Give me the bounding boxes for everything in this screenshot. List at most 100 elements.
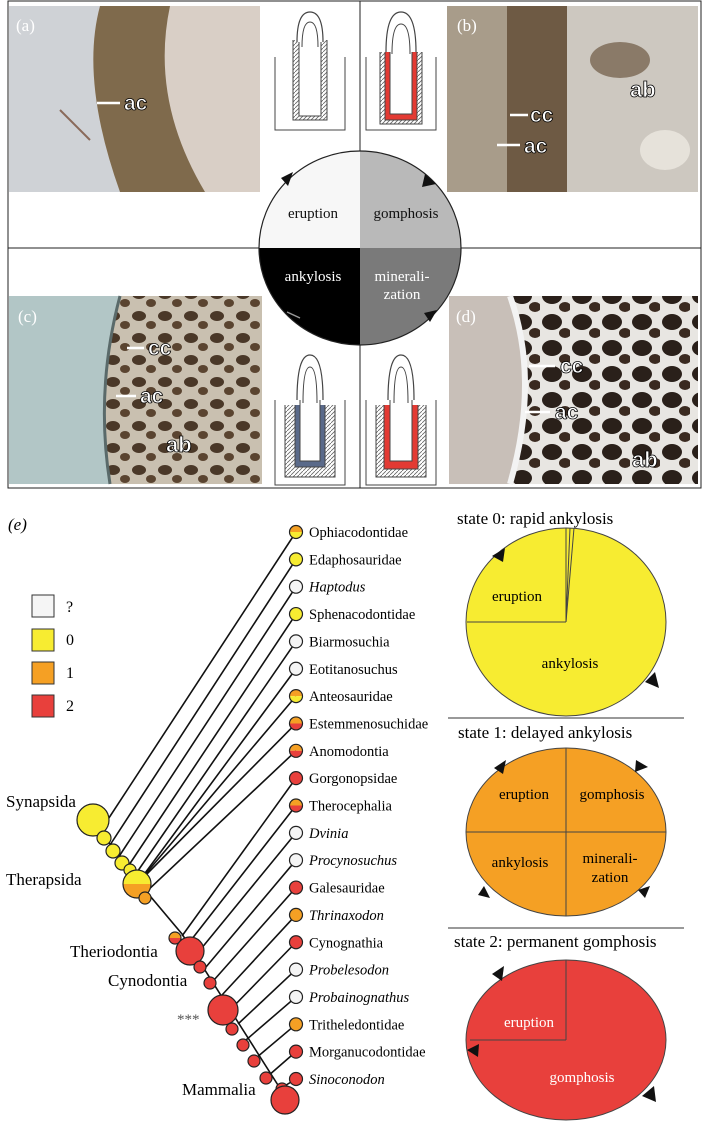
state-1-label-gomphosis: gomphosis [579, 787, 644, 803]
branch-12 [205, 859, 297, 968]
state-1-title: state 1: delayed ankylosis [458, 723, 632, 742]
tip-node-16 [288, 962, 304, 977]
state-1-label-ankylosis: ankylosis [492, 855, 549, 871]
taxon-label-20: Sinoconodon [309, 1072, 385, 1088]
tip-node-2 [288, 579, 304, 594]
tip-node-20 [288, 1071, 304, 1087]
node-t2-top [169, 932, 181, 938]
tip-node-0-bottom [289, 532, 303, 539]
taxon-label-7: Estemmenosuchidae [309, 716, 428, 732]
state-1-label-mineral-1: minerali- [583, 851, 638, 867]
taxon-label-0: Ophiacodontidae [309, 525, 408, 541]
state-2-title: state 2: permanent gomphosis [454, 932, 657, 951]
taxon-label-14: Thrinaxodon [309, 908, 384, 924]
taxon-label-1: Edaphosauridae [309, 552, 402, 568]
cycle-diagram: eruption gomphosis ankylosis minerali- z… [258, 150, 462, 346]
branch-7 [136, 722, 297, 885]
photo-label-ac-c: ac [140, 385, 164, 408]
state-0-label-ankylosis: ankylosis [542, 656, 599, 672]
branch-9 [181, 777, 297, 937]
taxon-label-19: Morganucodontidae [309, 1045, 426, 1061]
legend-swatch-unknown [31, 594, 55, 618]
photo-label-ac-d: ac [555, 401, 579, 424]
taxon-label-10: Therocephalia [309, 799, 392, 815]
node-stars [207, 994, 239, 1026]
cycle-quadrant-eruption [259, 151, 360, 248]
photo-label-ab-b: ab [630, 77, 656, 102]
tooth-diagram-gomphosis [365, 11, 437, 131]
branch-0 [102, 531, 297, 828]
tip-node-0 [288, 524, 304, 540]
node-t2 [168, 931, 182, 945]
taxon-label-6: Anteosauridae [309, 689, 393, 705]
legend-label-2: 2 [66, 698, 74, 715]
cycle-arrow-2 [422, 174, 436, 187]
branch-10 [187, 805, 297, 945]
node-c5 [259, 1071, 273, 1085]
node-t2-bottom [169, 938, 181, 944]
tip-node-8-top [289, 744, 303, 751]
photo-label-cc-b: cc [530, 104, 554, 127]
branch-18 [255, 1023, 297, 1059]
node-mammalia [270, 1085, 300, 1115]
tip-node-11 [288, 825, 304, 840]
taxon-label-11: Dvinia [308, 826, 348, 842]
branch-11 [195, 832, 297, 956]
state-0-pie: eruption ankylosis [465, 527, 667, 717]
state-1-pie: eruption gomphosis ankylosis minerali- z… [465, 747, 667, 917]
cycle-label-ankylosis: ankylosis [285, 269, 342, 285]
node-t1 [138, 891, 152, 905]
panel-label-c: (c) [18, 307, 37, 326]
state-0-label-eruption: eruption [492, 589, 542, 605]
taxon-label-18: Tritheledontidae [309, 1017, 404, 1033]
photo-label-ab-d: ab [632, 447, 658, 472]
photo-label-ab-c: ab [166, 432, 192, 457]
branch-4 [132, 640, 297, 879]
photo-d: (d) cc ac ab [449, 294, 698, 485]
tip-node-15 [288, 935, 304, 950]
legend-label-0: 0 [66, 632, 74, 649]
cycle-label-mineral-2: zation [384, 287, 421, 303]
branch-6 [136, 695, 297, 885]
tip-node-7-top [289, 716, 303, 724]
state-2-pie: eruption gomphosis [465, 959, 667, 1121]
branch-14 [221, 914, 297, 996]
legend-label-1: 1 [66, 665, 74, 682]
tip-node-8-bottom [289, 750, 303, 758]
tip-node-14 [288, 907, 304, 923]
branch-15 [229, 941, 297, 1011]
branch-1 [109, 558, 297, 846]
panel-label-d: (d) [456, 307, 476, 326]
cycle-label-gomphosis: gomphosis [373, 206, 438, 222]
node-therapsida-top [123, 870, 151, 884]
branch-17 [245, 996, 297, 1041]
photo-a: (a) ac [9, 6, 260, 192]
tip-node-1 [288, 552, 304, 567]
taxon-label-8: Anomodontia [309, 744, 389, 760]
state-2-label-gomphosis: gomphosis [549, 1070, 614, 1086]
legend-swatch-0 [31, 628, 55, 652]
taxon-label-12: Procynosuchus [308, 853, 397, 869]
node-synapsida [76, 803, 110, 837]
taxon-label-9: Gorgonopsidae [309, 771, 397, 787]
cycle-arrow-4 [286, 311, 301, 319]
taxon-label-13: Galesauridae [309, 881, 385, 897]
cycle-arrow-3 [424, 310, 437, 322]
tip-node-7-bottom [289, 723, 303, 730]
node-theriodontia [175, 936, 205, 966]
clade-label-mammalia: Mammalia [182, 1080, 256, 1099]
node-c4 [247, 1054, 261, 1068]
state-1-label-eruption: eruption [499, 787, 549, 803]
cycle-arrow-1 [281, 172, 293, 186]
node-s1 [96, 830, 112, 846]
branch-8 [144, 750, 297, 894]
state-2-label-eruption: eruption [504, 1015, 554, 1031]
branch-16 [237, 969, 297, 1025]
taxon-label-2: Haptodus [308, 580, 366, 596]
clade-label-therapsida: Therapsida [6, 870, 82, 889]
panel-label-e: (e) [8, 515, 27, 534]
cladogram: OphiacodontidaeEdaphosauridaeHaptodusSph… [76, 524, 428, 1115]
state-0-title: state 0: rapid ankylosis [457, 509, 613, 528]
clade-label-stars: *** [177, 1012, 200, 1028]
